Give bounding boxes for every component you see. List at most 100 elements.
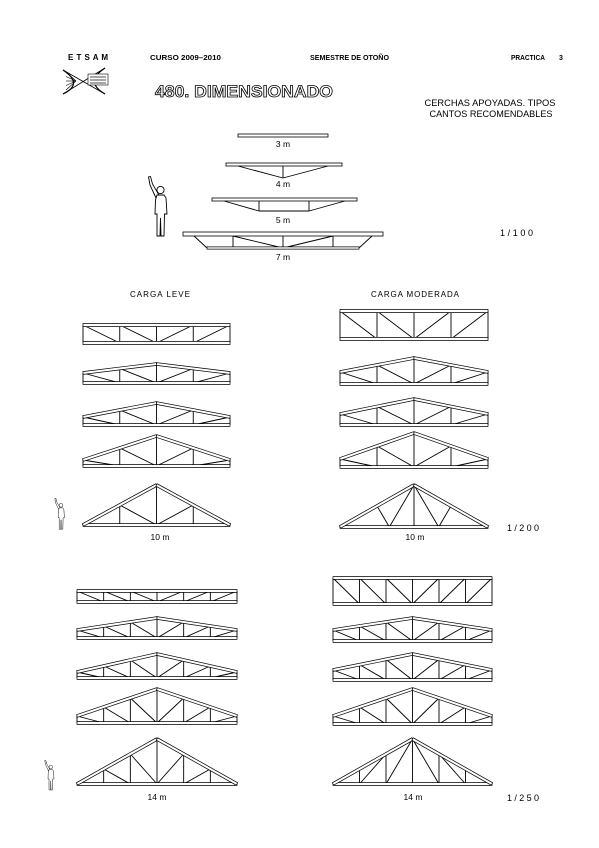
truss-light-14m-4 [76, 687, 238, 725]
logo-ray [65, 80, 77, 86]
diagonal-member [76, 590, 104, 603]
diagonal-member [332, 629, 360, 642]
bottom-chord [82, 341, 231, 345]
diagonal-member [412, 658, 440, 681]
top-chord [155, 737, 239, 786]
span-label-moderate-10m: 10 m [406, 532, 425, 542]
practice-number: 3 [559, 55, 563, 62]
truss-moderate-10m-3 [339, 397, 489, 427]
human-figure-scale-large [147, 175, 168, 237]
scale-label-1-100: 1/100 [500, 228, 533, 238]
span-label-light-14m: 14 m [148, 792, 167, 802]
truss-5m [211, 197, 358, 212]
top-chord [338, 483, 416, 529]
top-chord [81, 483, 158, 527]
top-chord [211, 197, 358, 202]
top-chord [156, 687, 238, 718]
diagonal-member [130, 621, 158, 639]
top-chord [332, 687, 414, 718]
diagonal-member [412, 738, 440, 785]
span-label-7m: 7 m [276, 252, 290, 262]
diagonal-member [103, 625, 131, 639]
bottom-chord [339, 465, 489, 469]
diagonal-member [332, 577, 360, 605]
bottom-chord [76, 676, 238, 680]
logo-ray [65, 76, 77, 82]
diagonal-member [413, 484, 440, 528]
diagonal-member [183, 665, 211, 679]
truss-light-14m-3 [76, 652, 238, 680]
figure-head [58, 503, 64, 508]
diagonal-member [130, 659, 158, 679]
diagonal-member [385, 738, 413, 785]
tie-member [237, 165, 284, 179]
diagonal-member [438, 664, 466, 681]
bottom-chord [82, 381, 231, 385]
top-chord [339, 309, 489, 313]
diagonal-member [156, 697, 184, 724]
truss-light-10m-4 [82, 434, 231, 468]
top-chord [413, 356, 489, 374]
top-chord [412, 483, 490, 529]
figure-head [48, 764, 53, 770]
bottom-chord [76, 636, 238, 640]
top-chord [411, 616, 493, 632]
diagonal-member [413, 445, 452, 468]
truss-light-10m-2 [82, 362, 231, 385]
top-chord [155, 483, 232, 527]
diagonal-member [156, 621, 184, 639]
truss-moderate-10m-4 [339, 431, 489, 469]
diagonal-member [412, 621, 440, 642]
top-chord [339, 397, 415, 416]
top-chord [82, 401, 158, 419]
semester-label: SEMESTRE DE OTOÑO [310, 53, 390, 62]
span-label-3m: 3 m [276, 139, 290, 149]
practice-label: PRACTICA [511, 55, 545, 62]
figure-body [154, 194, 168, 237]
logo-ray [65, 80, 77, 91]
diagonal-member [119, 409, 157, 426]
tie-member [308, 200, 346, 212]
diagonal-member [376, 445, 415, 468]
top-chord [156, 616, 238, 632]
truss-moderate-14m-2 [332, 616, 493, 643]
diagonal-member [450, 413, 489, 426]
truss-light-10m-1 [82, 323, 231, 345]
top-chord [413, 431, 489, 461]
column-heading-moderate-load: CARGA MODERADA [371, 290, 460, 299]
end-diagonal [358, 235, 373, 249]
top-chord [76, 616, 158, 632]
bottom-chord [76, 600, 238, 604]
bottom-chord [76, 782, 238, 786]
diagonal-member [130, 697, 158, 724]
diagonal-member [103, 768, 131, 785]
diagonal-member [376, 406, 415, 426]
span-label-4m: 4 m [276, 179, 290, 189]
diagonal-member [119, 504, 157, 526]
truss-light-14m-2 [76, 616, 238, 640]
top-chord [155, 362, 231, 375]
diagonal-member [129, 753, 158, 785]
diagonal-member [183, 768, 211, 785]
truss-light-10m-3 [82, 401, 231, 427]
top-chord [332, 652, 414, 672]
diagonal-member [376, 505, 390, 528]
logo-plate [87, 73, 109, 86]
truss-4m [225, 162, 343, 179]
top-chord [339, 431, 415, 461]
page-title: 480. DIMENSIONADO [155, 82, 333, 101]
diagonal-member [156, 659, 184, 679]
truss-moderate-10m-2 [339, 356, 489, 386]
figure-body [57, 507, 65, 530]
diagonal-member [156, 409, 194, 426]
span-label-moderate-14m: 14 m [404, 792, 423, 802]
diagonal-member [359, 577, 387, 605]
truss-moderate-14m-3 [332, 652, 493, 682]
truss-light-10m-5 [81, 483, 232, 527]
top-chord [156, 652, 238, 674]
bottom-chord [339, 337, 489, 341]
bottom-chord [206, 246, 360, 250]
truss-moderate-14m-4 [332, 687, 493, 726]
human-figure-scale-medium [54, 497, 65, 530]
